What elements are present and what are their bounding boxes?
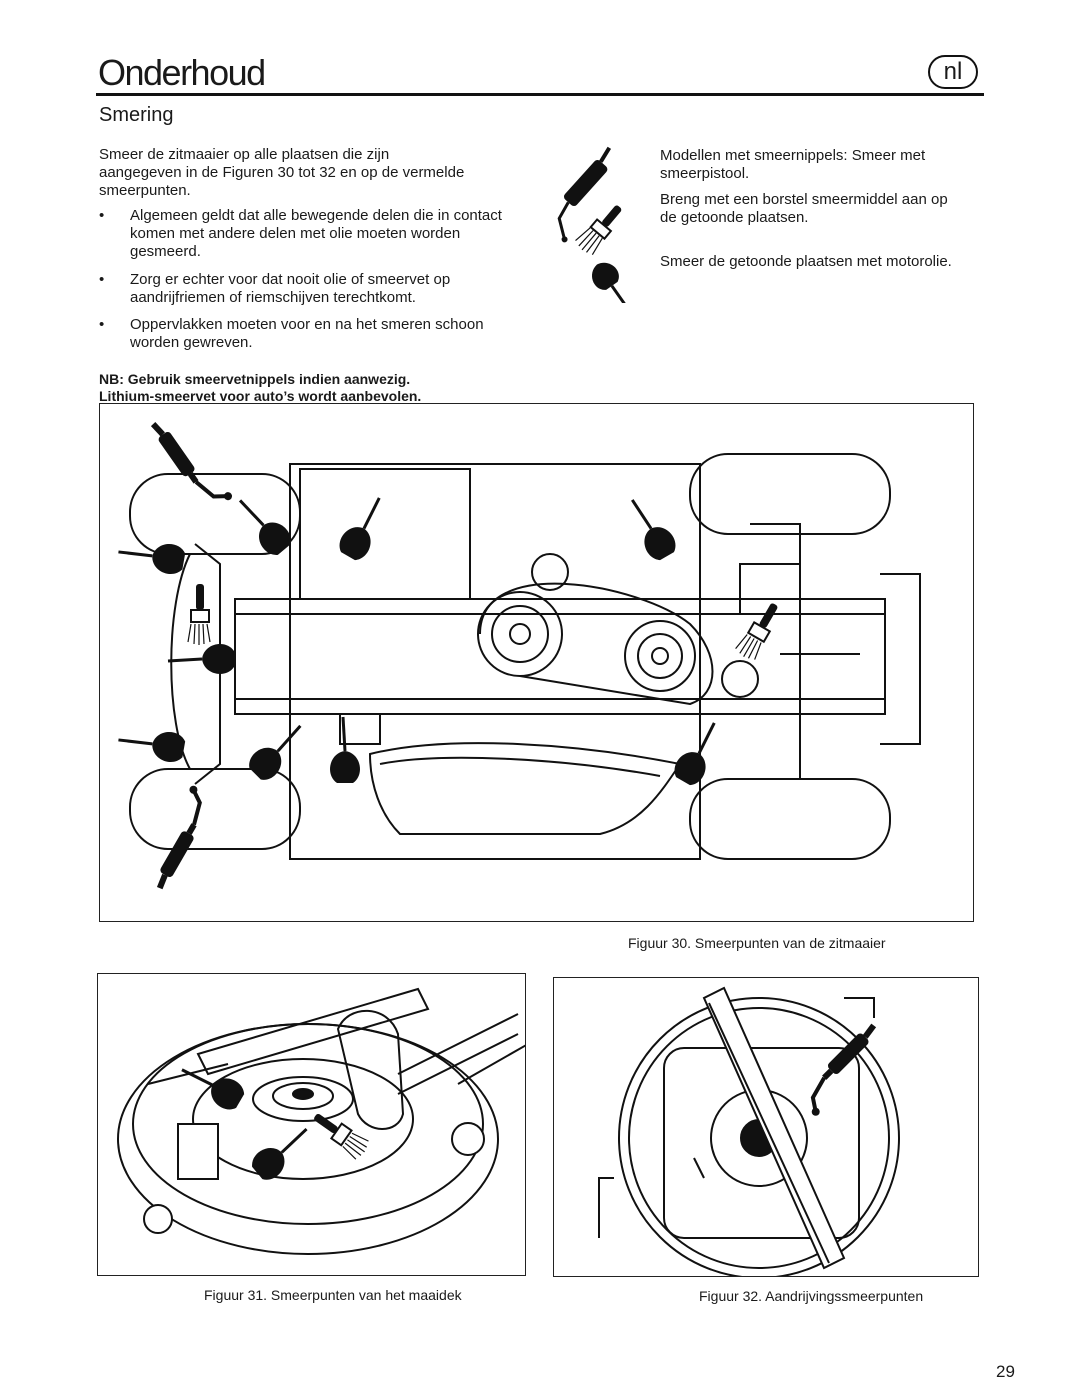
title-rule: [96, 93, 984, 96]
figure-32-caption: Figuur 32. Aandrijvingssmeerpunten: [699, 1288, 924, 1304]
bullet-dot: •: [99, 271, 105, 288]
intro-line-1: Smeer de zitmaaier op alle plaatsen die …: [99, 146, 390, 163]
mower-deck-diagram: [117, 987, 529, 1255]
brush-icon: [575, 205, 622, 255]
bullet-text: Algemeen geldt dat alle bewegende delen …: [130, 207, 502, 260]
figure-31-frame: [97, 973, 529, 1276]
note-line-1: NB: Gebruik smeervetnippels indien aanwe…: [99, 371, 411, 387]
bullet-text: Oppervlakken moeten voor en na het smere…: [130, 316, 484, 351]
page-number: 29: [996, 1362, 1015, 1381]
page-title: Onderhoud: [98, 52, 266, 93]
figure-30-caption: Figuur 30. Smeerpunten van de zitmaaier: [628, 935, 886, 951]
drive-lubrication-diagram: [598, 986, 900, 1279]
bullet-text: Zorg er echter voor dat nooit olie of sm…: [130, 271, 451, 306]
grease-gun-icon: [557, 146, 612, 243]
legend-grease-gun-text: Modellen met smeernippels: Smeer met sme…: [660, 147, 926, 182]
intro-line-3: smeerpunten.: [99, 182, 191, 199]
bullet-item: • Oppervlakken moeten voor en na het sme…: [99, 316, 519, 352]
intro-text: aangegeven in de: [99, 164, 223, 181]
note-line-2: Lithium-smeervet voor auto’s wordt aanbe…: [99, 388, 422, 404]
legend-icons: [557, 146, 632, 303]
intro-paragraph: Smeer de zitmaaier op alle plaatsen die …: [99, 146, 549, 200]
figure-30-frame: [99, 403, 974, 922]
intro-line-2: aangegeven in de Figuren 30 tot 32 en op…: [99, 164, 549, 182]
bullet-dot: •: [99, 316, 105, 333]
intro-text: tot: [294, 164, 320, 181]
bullet-item: • Algemeen geldt dat alle bewegende dele…: [99, 207, 519, 261]
figure-reference: Figuren 30: [222, 164, 295, 181]
mower-underside-diagram: [114, 404, 921, 921]
language-badge: nl: [928, 55, 978, 89]
section-heading: Smering: [99, 104, 174, 126]
figure-31-caption: Figuur 31. Smeerpunten van het maaidek: [204, 1287, 462, 1303]
bullet-dot: •: [99, 207, 105, 224]
lubricant-note: NB: Gebruik smeervetnippels indien aanwe…: [99, 371, 559, 405]
legend-oil-can-text: Smeer de getoonde plaatsen met motorolie…: [660, 253, 952, 270]
oil-can-icon: [592, 262, 632, 303]
figure-32-frame: [553, 977, 979, 1279]
bullet-item: • Zorg er echter voor dat nooit olie of …: [99, 271, 519, 307]
figure-reference: 32: [319, 164, 336, 181]
legend-brush-text: Breng met een borstel smeermiddel aan op…: [660, 191, 948, 226]
intro-text: en op de vermelde: [335, 164, 465, 181]
